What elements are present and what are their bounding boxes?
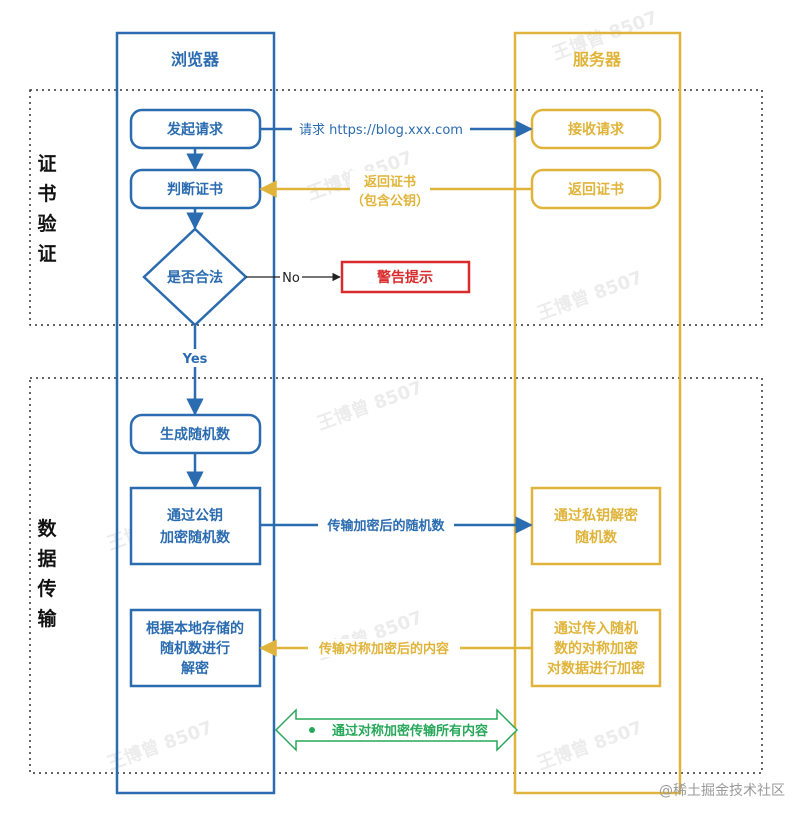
watermark-author: 王博曾 8507	[314, 376, 425, 434]
svg-text:警告提示: 警告提示	[377, 269, 433, 286]
svg-text:通过公钥: 通过公钥	[167, 507, 223, 524]
svg-text:传: 传	[36, 577, 56, 600]
svg-text:书: 书	[37, 183, 56, 205]
svg-text:传输加密后的随机数: 传输加密后的随机数	[326, 518, 445, 534]
node-is-legal: 是否合法	[142, 227, 248, 327]
svg-text:验: 验	[37, 212, 57, 235]
svg-text:随机数进行: 随机数进行	[160, 640, 230, 657]
edge-yes: Yes	[180, 325, 210, 416]
svg-text:数的对称加密: 数的对称加密	[554, 640, 638, 657]
watermark-author: 王博曾 8507	[534, 266, 645, 324]
svg-text:是否合法: 是否合法	[167, 269, 223, 286]
data-phase-frame	[29, 377, 763, 774]
browser-lane-title: 浏览器	[171, 50, 220, 69]
watermark-author: 王博曾 8507	[104, 716, 215, 774]
svg-text:对数据进行加密: 对数据进行加密	[547, 660, 645, 677]
node-encrypt-random: 通过公钥 加密随机数	[129, 486, 262, 566]
svg-text:随机数: 随机数	[575, 529, 618, 546]
svg-text:根据本地存储的: 根据本地存储的	[146, 620, 244, 637]
svg-text:证: 证	[37, 153, 56, 175]
node-decrypt-random: 通过私钥解密 随机数	[530, 486, 662, 566]
svg-text:生成随机数: 生成随机数	[160, 426, 231, 443]
node-return-cert: 返回证书	[530, 168, 662, 210]
watermark-author: 王博曾 8507	[534, 716, 645, 774]
svg-text:接收请求: 接收请求	[568, 121, 625, 138]
svg-text:传输对称加密后的内容: 传输对称加密后的内容	[318, 641, 449, 657]
edge-no: No	[246, 269, 341, 286]
svg-text:数: 数	[37, 517, 57, 540]
svg-text:通过对称加密传输所有内容: 通过对称加密传输所有内容	[332, 723, 488, 739]
svg-text:证: 证	[37, 243, 56, 265]
server-lane-title: 服务器	[573, 50, 622, 69]
svg-text:（包含公钥）: （包含公钥）	[351, 193, 429, 209]
edge-all-symmetric: 通过对称加密传输所有内容	[274, 708, 519, 752]
cert-phase-label: 证 书 验 证	[37, 153, 57, 265]
svg-text:Yes: Yes	[182, 352, 208, 367]
svg-text:输: 输	[37, 607, 57, 630]
node-receive-request: 接收请求	[530, 108, 662, 150]
cert-phase-frame	[29, 89, 763, 326]
svg-text:通过私钥解密: 通过私钥解密	[554, 507, 638, 524]
node-gen-random: 生成随机数	[129, 413, 262, 455]
node-judge-cert: 判断证书	[129, 168, 262, 210]
svg-text:解密: 解密	[181, 660, 209, 677]
edge-request: 请求 https://blog.xxx.com	[260, 120, 533, 138]
browser-lane	[115, 31, 276, 795]
svg-text:No: No	[282, 271, 300, 286]
svg-text:加密随机数: 加密随机数	[159, 529, 231, 546]
node-send-request: 发起请求	[129, 108, 262, 150]
credit-watermark: @稀土掘金技术社区	[659, 783, 785, 799]
svg-text:判断证书: 判断证书	[167, 181, 223, 198]
svg-text:请求 https://blog.xxx.com: 请求 https://blog.xxx.com	[299, 123, 463, 138]
node-encrypt-content: 通过传入随机 数的对称加密 对数据进行加密	[530, 608, 662, 688]
svg-text:返回证书: 返回证书	[568, 181, 624, 198]
svg-text:发起请求: 发起请求	[166, 121, 224, 138]
node-warning: 警告提示	[340, 260, 471, 294]
data-phase-label: 数 据 传 输	[36, 517, 57, 630]
node-decrypt-content: 根据本地存储的 随机数进行 解密	[129, 608, 262, 688]
edge-return-cert: 返回证书 （包含公钥）	[259, 171, 532, 209]
server-lane	[513, 31, 682, 795]
edge-send-encrypted: 传输加密后的随机数	[260, 516, 533, 534]
edge-send-sym: 传输对称加密后的内容	[259, 639, 532, 657]
svg-text:通过传入随机: 通过传入随机	[554, 620, 638, 637]
svg-text:据: 据	[37, 547, 56, 570]
svg-text:返回证书: 返回证书	[364, 174, 416, 190]
